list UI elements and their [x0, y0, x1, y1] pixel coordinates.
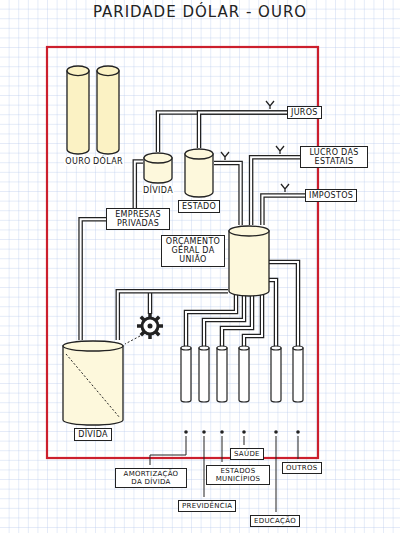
- pipe-connector: [81, 219, 106, 340]
- node-label: OUTROS: [286, 464, 318, 472]
- label-box: PREVIDÊNCIA: [178, 500, 236, 512]
- tank-cylinder: [184, 148, 214, 198]
- tank-cylinder: [143, 152, 173, 184]
- pipe-inner: [118, 291, 228, 340]
- pipe-outline: [158, 113, 287, 152]
- node-label: OURO: [64, 157, 92, 166]
- pipe-outline: [199, 113, 287, 148]
- node-label: EDUCAÇÃO: [254, 517, 296, 525]
- node-label: LUCRO DAS ESTATAIS: [304, 148, 364, 166]
- label-box: JUROS: [287, 106, 322, 119]
- tank-node: DÍVIDA: [142, 152, 174, 195]
- tank-node: DÓLAR: [92, 65, 124, 166]
- label-box: ESTADOS MUNICÍPIOS: [206, 465, 270, 485]
- node-label: SAÚDE: [234, 450, 260, 458]
- node-label: JUROS: [291, 108, 318, 117]
- gear-symbol: [125, 313, 163, 344]
- node-label: DÍVIDA: [142, 186, 174, 195]
- pipe-inner: [158, 113, 287, 152]
- pipe-connector: [118, 291, 228, 340]
- node-label: EMPRESAS PRIVADAS: [110, 210, 166, 228]
- pipe-outline: [251, 157, 300, 225]
- label-box: AMORTIZAÇÃO DA DÍVIDA: [115, 468, 187, 488]
- pipe-connector: [262, 196, 305, 225]
- label-box: IMPOSTOS: [305, 189, 357, 202]
- tank-node: ESTADO: [178, 148, 220, 213]
- tank-cylinder: [96, 65, 120, 155]
- label-box: EMPRESAS PRIVADAS: [106, 208, 170, 230]
- node-label: DÍVIDA: [74, 428, 112, 441]
- tank-cylinder: [66, 65, 90, 155]
- node-label: DÓLAR: [92, 157, 124, 166]
- pipe-outline: [135, 162, 143, 208]
- label-box: LUCRO DAS ESTATAIS: [300, 146, 368, 168]
- pipe-connector: [199, 113, 287, 148]
- distribution-pipes: [150, 262, 298, 348]
- pipe-outline: [118, 291, 228, 340]
- label-box: OUTROS: [282, 462, 322, 474]
- node-label: AMORTIZAÇÃO DA DÍVIDA: [119, 470, 183, 486]
- small-tanks: [181, 346, 303, 402]
- junction-dots: [184, 430, 300, 434]
- node-label: IMPOSTOS: [309, 191, 353, 200]
- tank-cylinder: [62, 340, 124, 426]
- pipe-inner: [262, 196, 305, 225]
- red-frame: [47, 47, 318, 458]
- pipe-outline: [262, 196, 305, 225]
- pipe-inner: [199, 113, 287, 148]
- pipe-outline: [81, 219, 106, 340]
- tank-node: ORÇAMENTO GERAL DA UNIÃO: [161, 225, 270, 297]
- pipe-connector: [158, 113, 287, 152]
- tank-node: OURO: [64, 65, 92, 166]
- diagram-title: PARIDADE DÓLAR - OURO: [0, 3, 400, 21]
- pipe-inner: [214, 163, 241, 225]
- pipe-connector: [135, 162, 143, 208]
- pipe-connector: [251, 157, 300, 225]
- label-box: SAÚDE: [230, 448, 264, 460]
- node-label: ORÇAMENTO GERAL DA UNIÃO: [161, 235, 225, 267]
- label-box: EDUCAÇÃO: [250, 515, 300, 527]
- pipe-connector: [214, 163, 241, 225]
- pipe-inner: [135, 162, 143, 208]
- pipe-inner: [81, 219, 106, 340]
- node-label: ESTADO: [178, 200, 220, 213]
- tank-cylinder: [228, 225, 270, 297]
- pipe-outline: [214, 163, 241, 225]
- tank-node: DÍVIDA: [62, 340, 124, 441]
- pipe-inner: [251, 157, 300, 225]
- node-label: PREVIDÊNCIA: [182, 502, 232, 510]
- node-label: ESTADOS MUNICÍPIOS: [210, 467, 266, 483]
